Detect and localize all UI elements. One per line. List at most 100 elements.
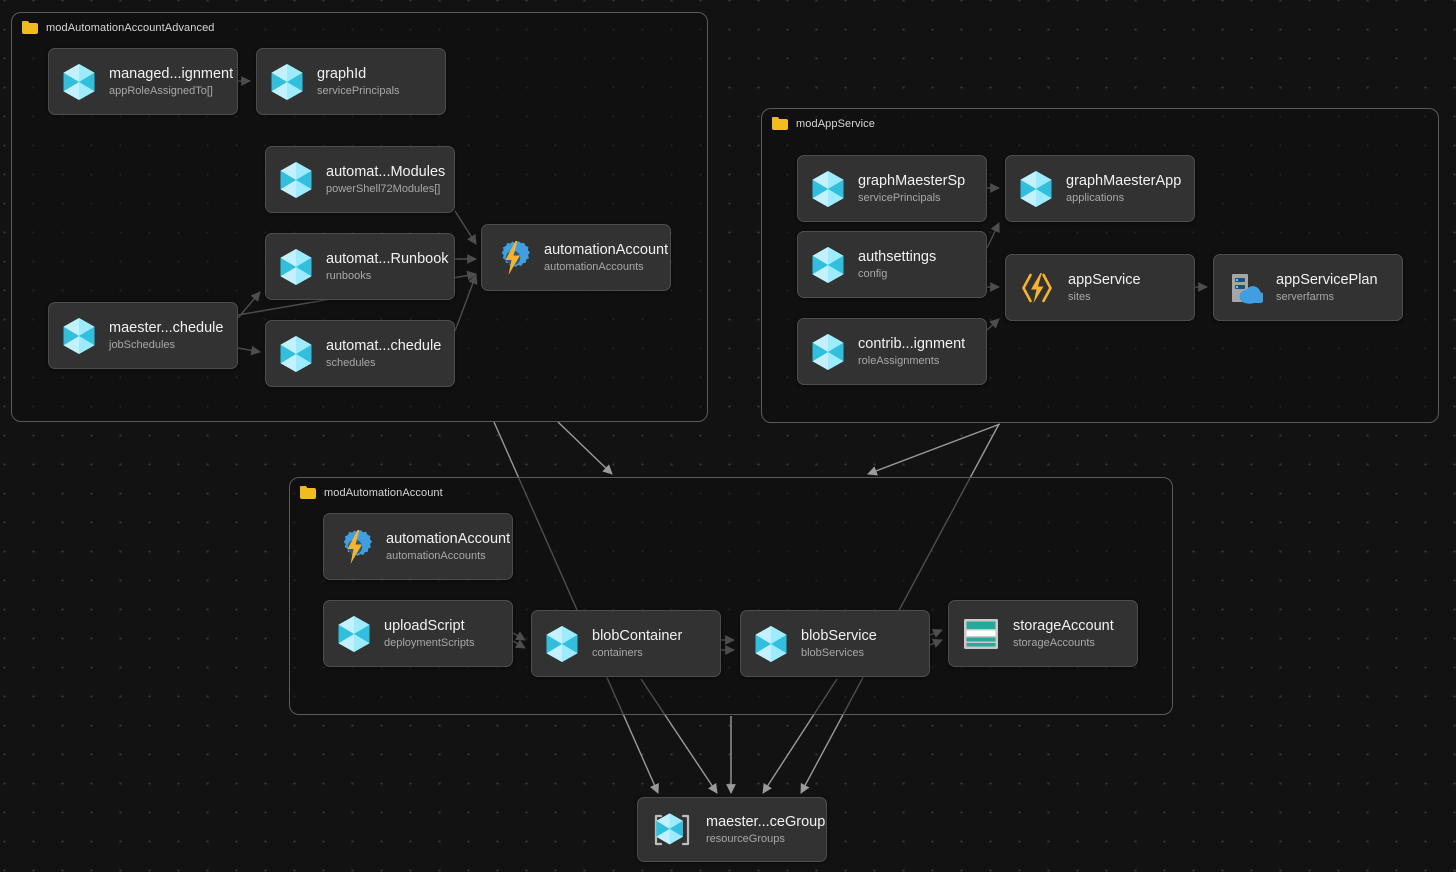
node-graph-id[interactable]: graphId servicePrincipals	[256, 48, 446, 115]
node-automation-schedule[interactable]: automat...chedule schedules	[265, 320, 455, 387]
node-automation-runbook[interactable]: automat...Runbook runbooks	[265, 233, 455, 300]
node-title: managed...ignment	[109, 65, 234, 82]
node-subtitle: automationAccounts	[544, 260, 644, 273]
node-subtitle: serverfarms	[1276, 290, 1335, 303]
node-subtitle: containers	[592, 646, 643, 659]
node-title: maester...chedule	[109, 319, 224, 336]
node-subtitle: storageAccounts	[1013, 636, 1095, 649]
azure-cube-icon	[812, 333, 844, 370]
node-graph-maester-app[interactable]: graphMaesterApp applications	[1005, 155, 1195, 222]
node-app-service[interactable]: appService sites	[1005, 254, 1195, 321]
node-text: graphId servicePrincipals	[317, 66, 400, 97]
group-header: modAutomationAccount	[300, 486, 443, 499]
node-title: automat...chedule	[326, 337, 442, 354]
azure-cube-icon	[338, 615, 370, 652]
node-title: blobService	[801, 627, 877, 644]
node-text: automat...Modules powerShell72Modules[]	[326, 163, 446, 195]
node-title: automationAccount	[386, 530, 511, 547]
node-automation-account-advanced[interactable]: automationAccount automationAccounts	[481, 224, 671, 291]
node-authsettings[interactable]: authsettings config	[797, 231, 987, 298]
node-title: appService	[1068, 271, 1141, 288]
node-upload-script[interactable]: uploadScript deploymentScripts	[323, 600, 513, 667]
storage-account-icon	[964, 618, 998, 649]
node-maester-job-schedule[interactable]: maester...chedule jobSchedules	[48, 302, 238, 369]
node-blob-container[interactable]: blobContainer containers	[531, 610, 721, 677]
azure-cube-icon	[546, 625, 578, 662]
node-title: automationAccount	[544, 241, 669, 258]
automation-account-icon	[343, 529, 372, 564]
node-text: graphMaesterApp applications	[1066, 172, 1182, 204]
node-title: graphMaesterApp	[1066, 172, 1182, 189]
node-automation-account[interactable]: automationAccount automationAccounts	[323, 513, 513, 580]
node-title: graphId	[317, 65, 367, 82]
node-text: storageAccount storageAccounts	[1013, 618, 1114, 649]
node-subtitle: runbooks	[326, 269, 372, 282]
azure-cube-icon	[63, 63, 95, 100]
group-label: modAppService	[796, 117, 875, 130]
app-service-plan-icon	[1232, 273, 1263, 304]
node-blob-service[interactable]: blobService blobServices	[740, 610, 930, 677]
node-text: blobContainer containers	[592, 628, 682, 659]
azure-cube-icon	[755, 625, 787, 662]
node-contributor-assignment[interactable]: contrib...ignment roleAssignments	[797, 318, 987, 385]
node-subtitle: servicePrincipals	[317, 84, 400, 97]
azure-cube-icon	[1020, 170, 1052, 207]
node-graph-maester-sp[interactable]: graphMaesterSp servicePrincipals	[797, 155, 987, 222]
group-label: modAutomationAccount	[324, 486, 443, 499]
folder-icon	[772, 117, 788, 130]
node-storage-account[interactable]: storageAccount storageAccounts	[948, 600, 1138, 667]
node-subtitle: servicePrincipals	[858, 191, 941, 204]
node-subtitle: roleAssignments	[858, 354, 940, 367]
node-text: managed...ignment appRoleAssignedTo[]	[109, 65, 234, 97]
app-service-icon	[1022, 272, 1052, 303]
folder-icon	[22, 21, 38, 34]
node-managed-identity-assignment[interactable]: managed...ignment appRoleAssignedTo[]	[48, 48, 238, 115]
azure-cube-icon	[271, 63, 303, 100]
node-title: uploadScript	[384, 617, 465, 634]
node-text: authsettings config	[858, 249, 936, 280]
node-title: maester...ceGroup	[706, 813, 826, 830]
azure-cube-icon	[280, 248, 312, 285]
node-subtitle: config	[858, 267, 888, 280]
node-text: appService sites	[1068, 272, 1141, 303]
node-title: storageAccount	[1013, 617, 1114, 634]
node-text: graphMaesterSp servicePrincipals	[858, 173, 965, 204]
node-title: blobContainer	[592, 627, 683, 644]
node-automation-modules[interactable]: automat...Modules powerShell72Modules[]	[265, 146, 455, 213]
node-title: automat...Runbook	[326, 250, 449, 267]
node-subtitle: appRoleAssignedTo[]	[109, 84, 213, 97]
node-text: automationAccount automationAccounts	[386, 530, 511, 562]
azure-cube-icon	[63, 317, 95, 354]
node-subtitle: deploymentScripts	[384, 636, 475, 649]
node-text: maester...ceGroup resourceGroups	[706, 813, 826, 845]
azure-cube-icon	[812, 170, 844, 207]
node-text: automationAccount automationAccounts	[544, 241, 669, 273]
node-text: uploadScript deploymentScripts	[384, 618, 475, 649]
azure-cube-icon	[812, 246, 844, 283]
node-text: automat...chedule schedules	[326, 337, 442, 369]
node-subtitle: sites	[1068, 290, 1091, 303]
node-text: blobService blobServices	[801, 628, 877, 659]
node-subtitle: powerShell72Modules[]	[326, 182, 441, 195]
node-text: appServicePlan serverfarms	[1276, 272, 1378, 303]
resource-group-icon	[654, 812, 690, 845]
node-subtitle: automationAccounts	[386, 549, 486, 562]
node-subtitle: resourceGroups	[706, 832, 785, 845]
node-app-service-plan[interactable]: appServicePlan serverfarms	[1213, 254, 1403, 321]
edge-appservice-group-to-automationaccount-group	[867, 423, 1001, 476]
node-title: automat...Modules	[326, 163, 446, 180]
group-header: modAutomationAccountAdvanced	[22, 21, 215, 34]
node-title: graphMaesterSp	[858, 172, 966, 189]
node-maester-resource-group[interactable]: maester...ceGroup resourceGroups	[637, 797, 827, 862]
node-title: contrib...ignment	[858, 335, 966, 352]
node-title: appServicePlan	[1276, 271, 1378, 288]
folder-icon	[300, 486, 316, 499]
node-subtitle: jobSchedules	[109, 338, 176, 351]
automation-account-icon	[501, 240, 530, 275]
node-title: authsettings	[858, 248, 937, 265]
node-text: maester...chedule jobSchedules	[109, 320, 223, 351]
group-label: modAutomationAccountAdvanced	[46, 21, 215, 34]
edge-advanced-to-automationaccount-group	[557, 421, 613, 475]
node-text: automat...Runbook runbooks	[326, 250, 449, 282]
